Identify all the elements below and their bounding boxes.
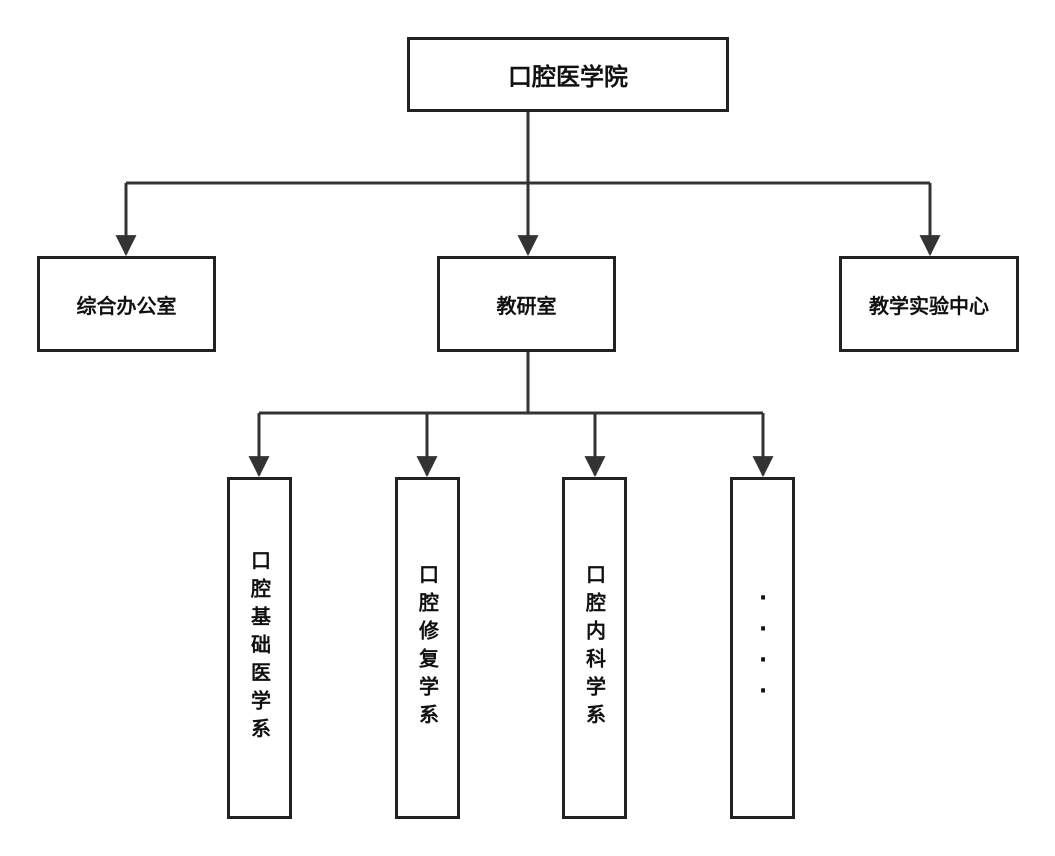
node-dept-oral-internal-medicine: 口腔内科学系 [562, 477, 627, 819]
node-dept-oral-basic-medicine: 口腔基础医学系 [227, 477, 292, 819]
node-dept-prosthodontics: 口腔修复学系 [395, 477, 460, 819]
node-general-office: 综合办公室 [37, 256, 216, 352]
node-teaching-lab-center-label: 教学实验中心 [869, 293, 989, 318]
node-general-office-label: 综合办公室 [76, 293, 177, 318]
node-dept-more-ellipsis: ···· [750, 586, 776, 710]
node-dept-prosthodontics-label: 口腔修复学系 [415, 564, 440, 732]
node-dept-more: ···· [730, 477, 795, 819]
node-teaching-research: 教研室 [437, 256, 616, 352]
node-school: 口腔医学院 [407, 37, 729, 112]
node-school-label: 口腔医学院 [508, 63, 628, 91]
node-teaching-lab-center: 教学实验中心 [839, 256, 1019, 352]
node-dept-oral-basic-medicine-label: 口腔基础医学系 [247, 550, 272, 746]
node-teaching-research-label: 教研室 [496, 293, 557, 318]
node-dept-oral-internal-medicine-label: 口腔内科学系 [582, 564, 607, 732]
